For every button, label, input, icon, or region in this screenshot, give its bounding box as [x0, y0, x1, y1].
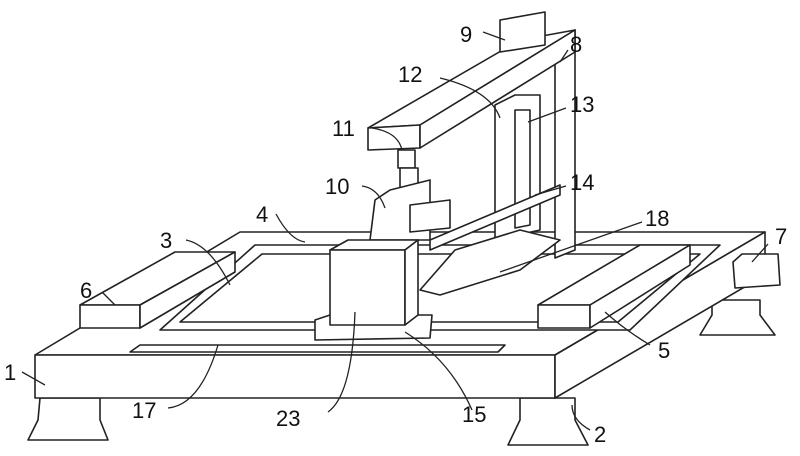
- column-arm: [367, 11, 576, 296]
- label-4: 4: [256, 202, 268, 227]
- label-15: 15: [462, 402, 486, 427]
- label-6: 6: [80, 278, 92, 303]
- part-labels: 1 2 3 4 5 6 7 8 9 10 11 12 13 14 15 17 1…: [4, 22, 787, 447]
- label-11: 11: [332, 116, 355, 141]
- label-12: 12: [398, 62, 422, 87]
- label-13: 13: [570, 92, 594, 117]
- label-9: 9: [460, 22, 472, 47]
- label-18: 18: [645, 206, 669, 231]
- label-1: 1: [4, 360, 16, 385]
- label-10: 10: [325, 174, 349, 199]
- label-5: 5: [658, 338, 670, 363]
- support-legs: [27, 299, 776, 446]
- label-23: 23: [276, 406, 300, 431]
- leader-lines: [21, 31, 769, 431]
- label-3: 3: [160, 228, 172, 253]
- work-block: [314, 239, 433, 341]
- label-2: 2: [594, 422, 606, 447]
- label-17: 17: [132, 398, 156, 423]
- label-7: 7: [775, 224, 787, 249]
- label-8: 8: [570, 32, 582, 57]
- label-14: 14: [570, 170, 594, 195]
- clamp-blocks: [79, 244, 781, 329]
